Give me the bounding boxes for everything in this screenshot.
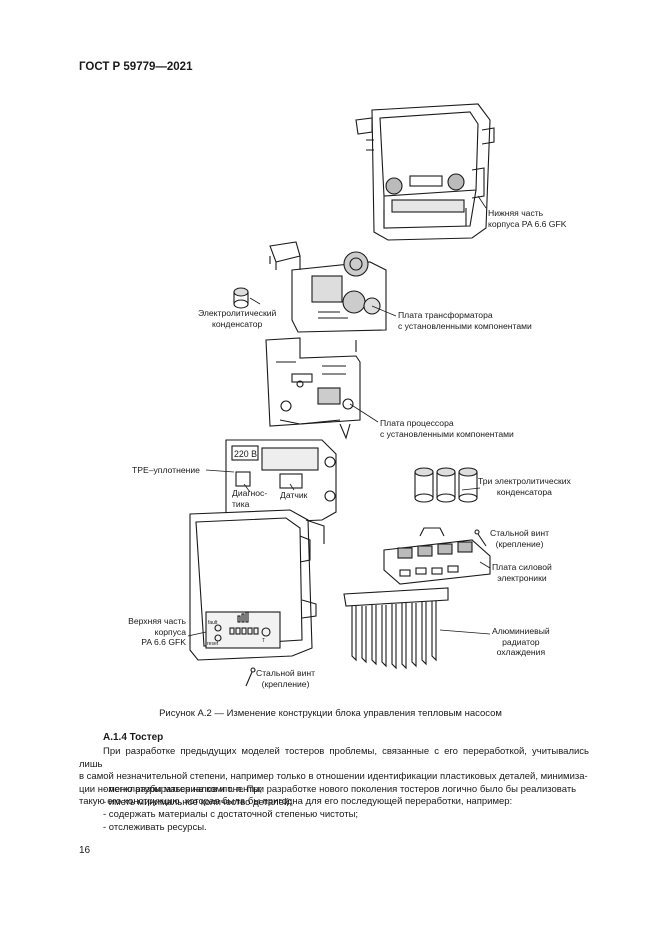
steel-screw-right-drawing <box>474 529 487 547</box>
label-panel-fault: fault <box>208 620 218 626</box>
section-title: А.1.4 Тостер <box>103 732 164 743</box>
list-item: - иметь минимальное количество деталей; <box>103 796 292 808</box>
label-panel-t: T <box>262 638 266 644</box>
label-power-board: Плата силовой электроники <box>492 562 552 583</box>
bullet-list: - легко разбираться на компоненты; - име… <box>103 784 358 834</box>
power-board-drawing <box>383 527 491 585</box>
label-voltage: 220 В <box>234 449 257 459</box>
radiator-fins <box>351 601 437 670</box>
label-electrolytic-capacitor: Электролитический конденсатор <box>198 308 277 329</box>
label-sensor: Датчик <box>280 490 308 500</box>
label-tpe-seal: ТРЕ–уплотнение <box>132 465 200 475</box>
radiator-drawing <box>343 587 449 670</box>
label-steel-screw-bottom: Стальной винт (крепление) <box>256 668 316 689</box>
three-capacitors-drawing <box>414 467 478 503</box>
upper-housing-drawing <box>189 509 325 661</box>
label-diagnostics: Диагнос- тика <box>232 488 268 509</box>
list-item: - легко разбираться на компоненты; <box>103 784 263 795</box>
lower-housing-drawing <box>355 103 495 241</box>
paragraph-line: ции номенклатуры материалов и т. п. При … <box>79 783 577 795</box>
list-item: - содержать материалы с достаточной степ… <box>103 809 359 821</box>
page-number: 16 <box>79 845 91 856</box>
exploded-view-figure <box>187 103 495 687</box>
label-transformer-board: Плата трансформатора с установленными ко… <box>398 310 532 331</box>
processor-board-drawing <box>265 337 361 440</box>
label-lower-housing: Нижняя часть корпуса PA 6.6 GFK <box>488 208 567 229</box>
steel-screw-bottom-drawing <box>245 667 256 687</box>
indicator-leds <box>229 611 259 635</box>
middle-frame-drawing <box>225 439 337 525</box>
label-three-capacitors: Три электролитических конденсатора <box>478 476 571 497</box>
leader-lines <box>187 195 491 637</box>
list-item: - отслеживать ресурсы. <box>103 821 207 833</box>
section-paragraph: При разработке предыдущих моделей тостер… <box>79 746 589 809</box>
paragraph-line: При разработке предыдущих моделей тостер… <box>79 746 589 770</box>
figure-caption: Рисунок А.2 — Изменение конструкции блок… <box>159 708 502 719</box>
label-upper-housing: Верхняя часть корпуса PA 6.6 GFK <box>128 616 186 647</box>
document-header: ГОСТ Р 59779—2021 <box>79 61 193 73</box>
transformer-board-drawing <box>269 241 387 333</box>
label-processor-board: Плата процессора с установленными компон… <box>380 418 514 439</box>
label-aluminium-radiator: Алюминиевый радиатор охлаждения <box>492 626 550 657</box>
label-steel-screw-right: Стальной винт (крепление) <box>490 528 550 549</box>
paragraph-line: такую его конструкцию, которая была бы п… <box>79 796 513 808</box>
label-panel-reset: reset <box>207 641 219 647</box>
paragraph-line: в самой незначительной степени, например… <box>79 771 588 783</box>
electrolytic-capacitor-drawing <box>233 287 249 309</box>
